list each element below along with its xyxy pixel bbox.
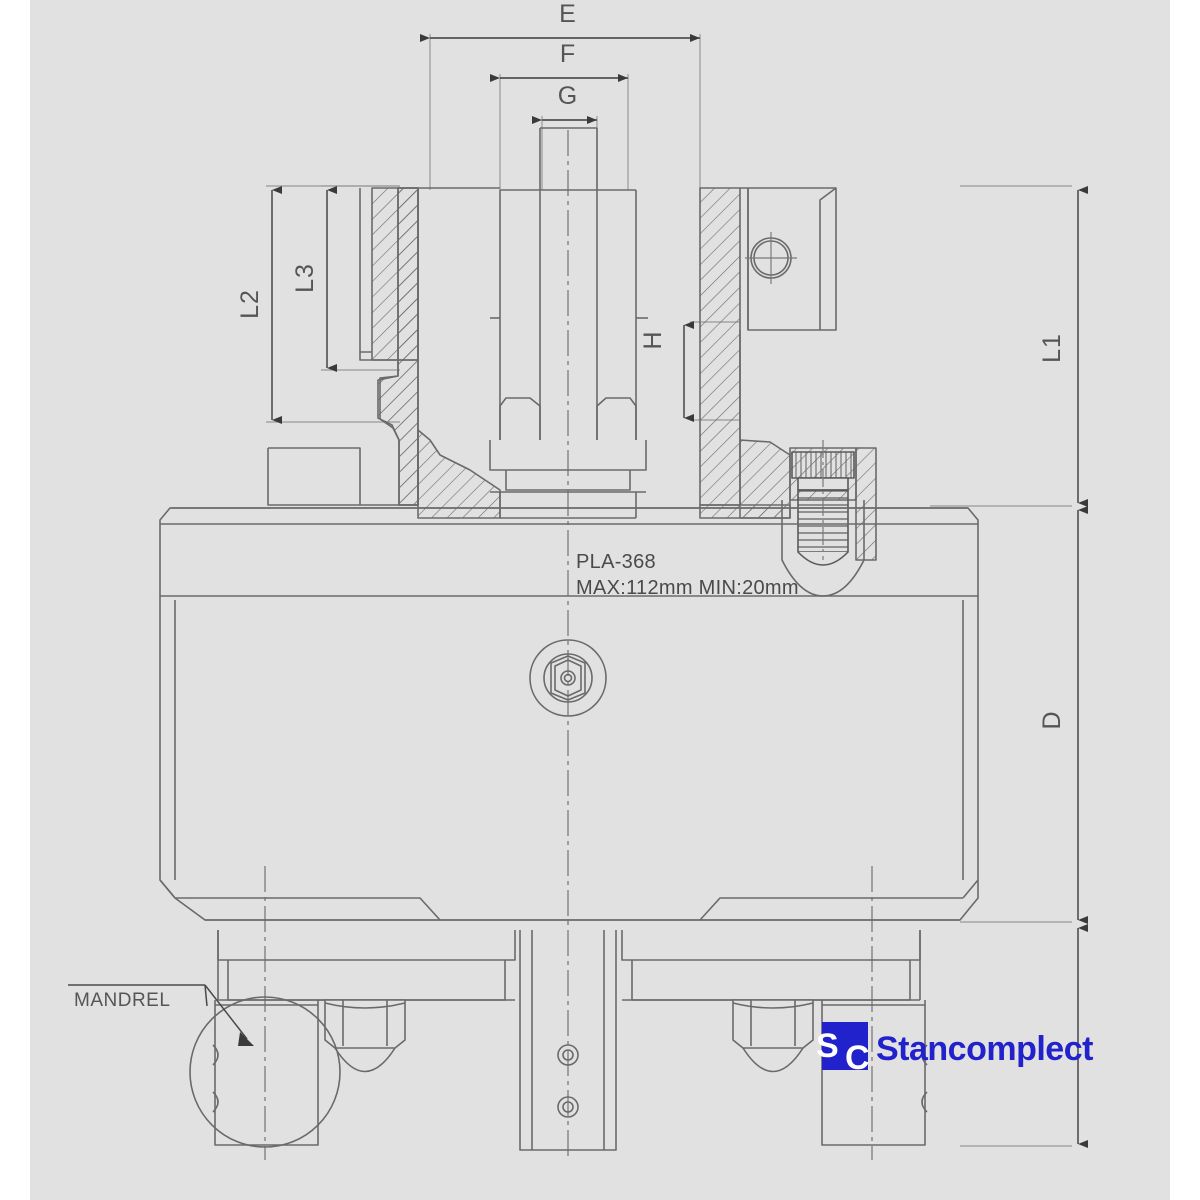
mandrel-detail-circle — [189, 996, 341, 1148]
logo-mark-c: C — [845, 1039, 869, 1077]
hex-grease-fitting — [529, 639, 607, 717]
right-jaw-block — [739, 187, 837, 440]
logo-brand-text: Stancomplect — [876, 1030, 1093, 1068]
annotation-texts: PLA-368 MAX:112mm MIN:20mm MANDREL — [74, 551, 799, 1011]
dimension-lines — [271, 34, 1088, 1148]
dimension-label-H: H — [639, 330, 667, 349]
hex-nut-right-icon — [732, 999, 814, 1073]
dimension-label-L1: L1 — [1038, 333, 1066, 363]
mandrel-label: MANDREL — [74, 990, 170, 1011]
dimension-label-L2: L2 — [236, 289, 264, 319]
central-plunger — [490, 127, 648, 440]
dimension-label-E: E — [559, 0, 577, 28]
range-note-label: MAX:112mm MIN:20mm — [576, 577, 799, 599]
plunger-collar — [489, 440, 647, 519]
mandrel-leader-line — [68, 984, 254, 1046]
bottom-mount-assembly — [189, 930, 928, 1151]
part-number-label: PLA-368 — [576, 551, 656, 573]
centre-lines — [264, 130, 873, 1160]
left-jaw-profile — [267, 187, 500, 506]
dimension-label-L3: L3 — [291, 263, 319, 293]
logo-mark-s: S — [816, 1027, 838, 1065]
knurled-bolt-icon — [781, 440, 865, 597]
dimension-label-D: D — [1038, 710, 1066, 729]
right-jaw-section — [699, 187, 877, 561]
logo-mark-background — [822, 1022, 868, 1070]
left-jaw-section — [371, 187, 501, 519]
dimension-labels: E F G L2 L3 H L1 D — [236, 0, 1066, 730]
dimension-label-G: G — [558, 82, 578, 110]
stancomplect-logo: S C Stancomplect — [816, 1022, 1094, 1077]
hex-nut-left-icon — [324, 999, 406, 1073]
dimension-label-F: F — [560, 40, 576, 68]
chuck-body — [159, 507, 979, 921]
